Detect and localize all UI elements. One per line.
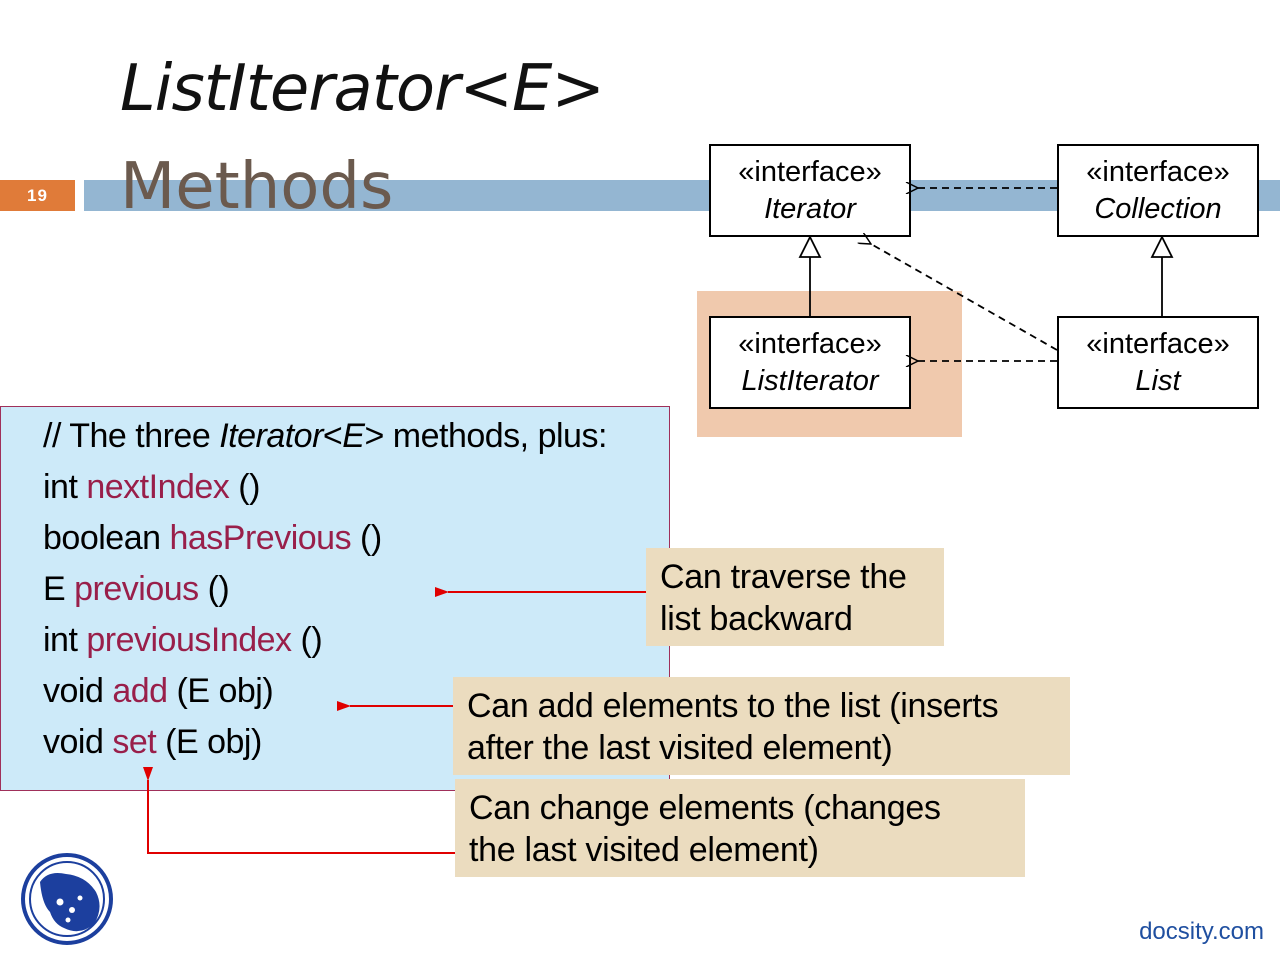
uml-class-name: Iterator — [764, 193, 856, 225]
code-line-previousindex: int previousIndex () — [43, 621, 323, 660]
return-type: E — [43, 570, 75, 608]
code-line-add: void add (E obj) — [43, 672, 274, 711]
uml-list-box: «interface» List — [1057, 316, 1259, 409]
uml-stereotype: «interface» — [1086, 328, 1230, 360]
note-line: Can add elements to the list (inserts — [467, 687, 999, 725]
uml-stereotype: «interface» — [738, 156, 882, 188]
uml-stereotype: «interface» — [738, 328, 882, 360]
comment-lt: < — [322, 417, 343, 455]
method-name: add — [112, 672, 168, 710]
comment-suffix: > methods, plus: — [364, 417, 607, 455]
generalization-triangle-icon — [798, 234, 822, 258]
method-params: () — [291, 621, 323, 659]
slide-title-line2: Methods — [120, 150, 394, 224]
method-name: previous — [74, 570, 199, 608]
generalization-triangle-icon — [1150, 234, 1174, 258]
note-line: list backward — [660, 600, 853, 638]
return-type: int — [43, 468, 87, 506]
note-line: after the last visited element) — [467, 729, 893, 767]
comment-e: E — [342, 417, 365, 455]
method-params: (E obj) — [167, 672, 274, 710]
uml-collection-box: «interface» Collection — [1057, 144, 1259, 237]
method-name: previousIndex — [86, 621, 292, 659]
note-line: the last visited element) — [469, 831, 819, 869]
uml-stereotype: «interface» — [1086, 156, 1230, 188]
method-params: () — [229, 468, 260, 506]
code-line-hasprevious: boolean hasPrevious () — [43, 519, 382, 558]
method-params: () — [351, 519, 382, 557]
university-logo-icon — [21, 853, 113, 945]
slide-title-line1: ListIterator<E> — [120, 52, 605, 126]
docsity-watermark[interactable]: docsity.com — [1139, 918, 1264, 945]
return-type: void — [43, 672, 113, 710]
code-line-set: void set (E obj) — [43, 723, 262, 762]
note-line: Can traverse the — [660, 558, 907, 596]
return-type: boolean — [43, 519, 170, 557]
slide-number: 19 — [0, 180, 75, 211]
comment-iterator: Iterator — [219, 417, 323, 455]
uml-listiterator-box: «interface» ListIterator — [709, 316, 911, 409]
code-comment: // The three Iterator<E> methods, plus: — [43, 417, 607, 456]
method-params: () — [198, 570, 230, 608]
note-line: Can change elements (changes — [469, 789, 941, 827]
comment-text: // The three — [43, 417, 220, 455]
note-add: Can add elements to the list (inserts af… — [453, 677, 1070, 775]
method-name: set — [112, 723, 157, 761]
uml-class-name: List — [1135, 365, 1181, 397]
code-line-nextindex: int nextIndex () — [43, 468, 260, 507]
method-params: (E obj) — [156, 723, 262, 761]
return-type: int — [43, 621, 87, 659]
uml-iterator-box: «interface» Iterator — [709, 144, 911, 237]
method-name: nextIndex — [86, 468, 230, 506]
method-name: hasPrevious — [169, 519, 352, 557]
uml-class-name: ListIterator — [741, 365, 879, 397]
code-line-previous: E previous () — [43, 570, 230, 609]
uml-class-name: Collection — [1094, 193, 1222, 225]
return-type: void — [43, 723, 113, 761]
note-change: Can change elements (changes the last vi… — [455, 779, 1025, 877]
note-traverse: Can traverse the list backward — [646, 548, 944, 646]
